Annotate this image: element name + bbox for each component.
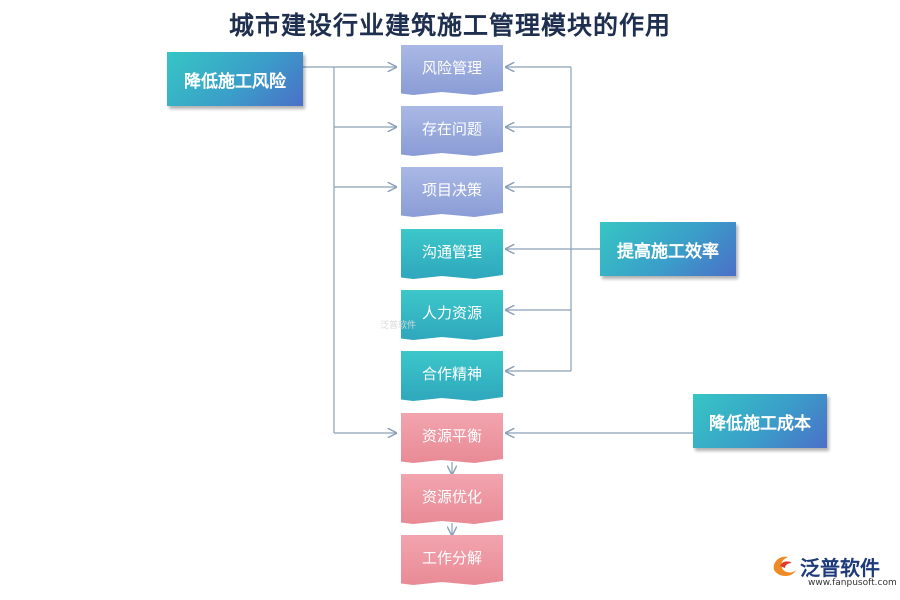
module-human-resources: 人力资源 bbox=[401, 290, 503, 340]
brand-url: www.fanpusoft.com bbox=[808, 578, 897, 588]
module-existing-problems: 存在问题 bbox=[401, 106, 503, 156]
source-reduce-cost: 降低施工成本 bbox=[693, 394, 827, 448]
module-risk-management: 风险管理 bbox=[401, 45, 503, 95]
module-cooperation-spirit: 合作精神 bbox=[401, 351, 503, 401]
brand-logo-icon bbox=[773, 556, 796, 577]
module-resource-optimization: 资源优化 bbox=[401, 474, 503, 524]
brand-name: 泛普软件 bbox=[800, 556, 880, 580]
module-project-decision: 项目决策 bbox=[401, 167, 503, 217]
source-improve-efficiency: 提高施工效率 bbox=[600, 222, 736, 276]
module-communication-management: 沟通管理 bbox=[401, 229, 503, 279]
diagram-title: 城市建设行业建筑施工管理模块的作用 bbox=[228, 11, 671, 40]
watermark: 泛普软件 bbox=[380, 321, 417, 331]
module-work-breakdown: 工作分解 bbox=[401, 535, 503, 585]
source-reduce-risk: 降低施工风险 bbox=[167, 52, 303, 106]
brand-logo: 泛普软件 www.fanpusoft.com bbox=[770, 552, 897, 592]
module-resource-balance: 资源平衡 bbox=[401, 413, 503, 463]
